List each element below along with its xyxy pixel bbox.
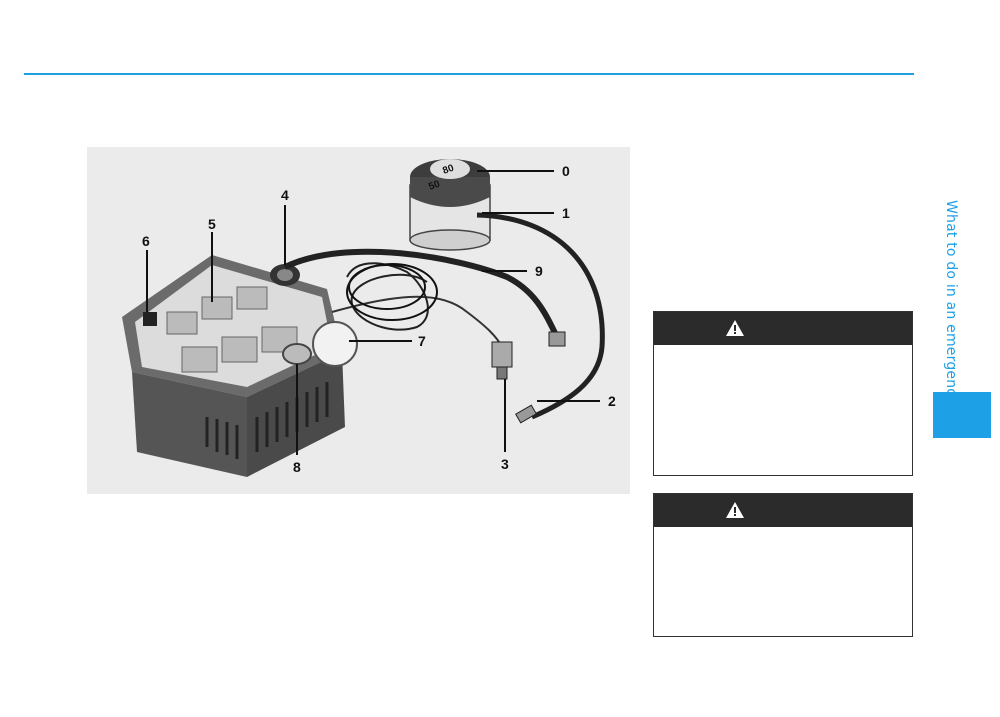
callout-0: 0 bbox=[562, 163, 570, 179]
callout-8: 8 bbox=[293, 459, 301, 475]
hoses-illustration bbox=[283, 212, 605, 424]
gauge-mark-50: 50 bbox=[427, 179, 442, 193]
callout-2: 2 bbox=[608, 393, 616, 409]
warning-box-1 bbox=[653, 311, 913, 476]
callout-3: 3 bbox=[501, 456, 509, 472]
callout-4: 4 bbox=[281, 187, 289, 203]
chapter-tab-label: What to do in an emergency bbox=[943, 200, 959, 405]
warning-header bbox=[654, 494, 912, 527]
callout-9: 9 bbox=[535, 263, 543, 279]
chapter-marker bbox=[933, 392, 991, 438]
callout-7: 7 bbox=[418, 333, 426, 349]
callout-1: 1 bbox=[562, 205, 570, 221]
header-rule bbox=[24, 73, 914, 75]
callout-leaders bbox=[146, 170, 600, 455]
tire-mobility-kit-figure: 80 50 0 1 2 3 4 5 6 7 8 9 bbox=[87, 147, 630, 494]
sealant-bottle-illustration: 80 50 bbox=[409, 159, 491, 251]
chapter-tab[interactable]: What to do in an emergency bbox=[941, 200, 959, 405]
callout-6: 6 bbox=[142, 233, 150, 249]
warning-triangle-icon bbox=[726, 502, 744, 518]
compressor-illustration bbox=[122, 255, 358, 477]
warning-box-2 bbox=[653, 493, 913, 637]
gauge-mark-80: 80 bbox=[441, 163, 456, 177]
callout-5: 5 bbox=[208, 216, 216, 232]
warning-header bbox=[654, 312, 912, 345]
warning-triangle-icon bbox=[726, 320, 744, 336]
